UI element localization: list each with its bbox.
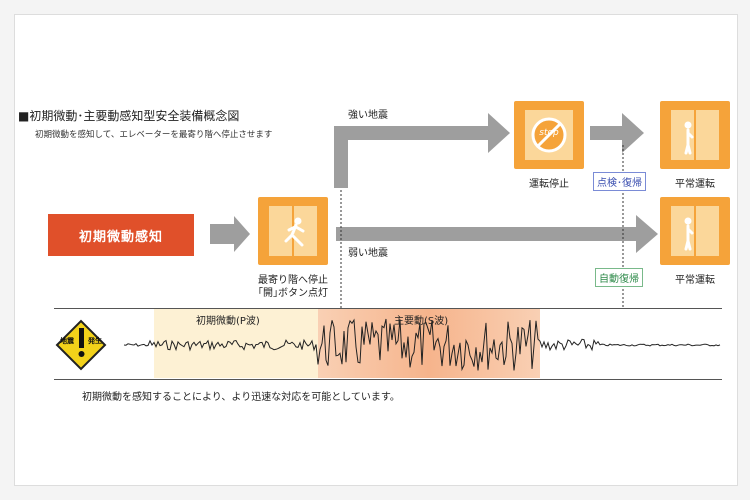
weak-arrow <box>336 215 658 253</box>
quake-label-1: 地震 <box>60 337 74 345</box>
strong-quake-label: 強い地震 <box>348 110 388 121</box>
recover-arrow <box>590 113 644 153</box>
seismic-wave-area <box>54 308 722 380</box>
stop-sign-text: stop <box>539 128 559 138</box>
diagram-subtitle: 初期微動を感知して、エレベーターを最寄り階へ停止させます <box>35 130 273 140</box>
detect-box: 初期微動感知 <box>48 214 194 256</box>
standing-person-icon <box>684 109 696 161</box>
s-wave-label: 主要動(S波) <box>394 316 449 327</box>
footer-note: 初期微動を感知することにより、より迅速な対応を可能としています。 <box>82 392 400 403</box>
running-person-icon <box>284 205 305 257</box>
p-wave-label: 初期微動(P波) <box>196 316 260 327</box>
quake-label-2: 発生 <box>88 337 102 345</box>
diagram-title: ■初期微動･主要動感知型安全装備概念図 <box>18 109 240 123</box>
halt-caption: 運転停止 <box>529 179 569 190</box>
weak-quake-label: 弱い地震 <box>348 248 388 259</box>
elevator-normal-door-1 <box>660 101 730 169</box>
elevator-normal-door-2 <box>660 197 730 265</box>
standing-person-icon <box>684 205 696 257</box>
inspect-recover-tag: 点検･復帰 <box>593 172 646 191</box>
stop-caption-2: ｢開｣ボタン点灯 <box>258 288 328 299</box>
auto-recover-tag: 自動復帰 <box>595 268 643 287</box>
strong-arrow <box>334 113 510 188</box>
elevator-halt-door: stop <box>514 101 584 169</box>
s-wave-band <box>318 309 540 378</box>
detect-arrow <box>210 216 250 252</box>
stop-caption-1: 最寄り階へ停止 <box>258 275 328 286</box>
elevator-stop-door <box>258 197 328 265</box>
stop-sign-icon <box>531 117 567 153</box>
warning-sign-icon <box>55 319 107 371</box>
normal-caption-1: 平常運転 <box>675 179 715 190</box>
normal-caption-2: 平常運転 <box>675 275 715 286</box>
